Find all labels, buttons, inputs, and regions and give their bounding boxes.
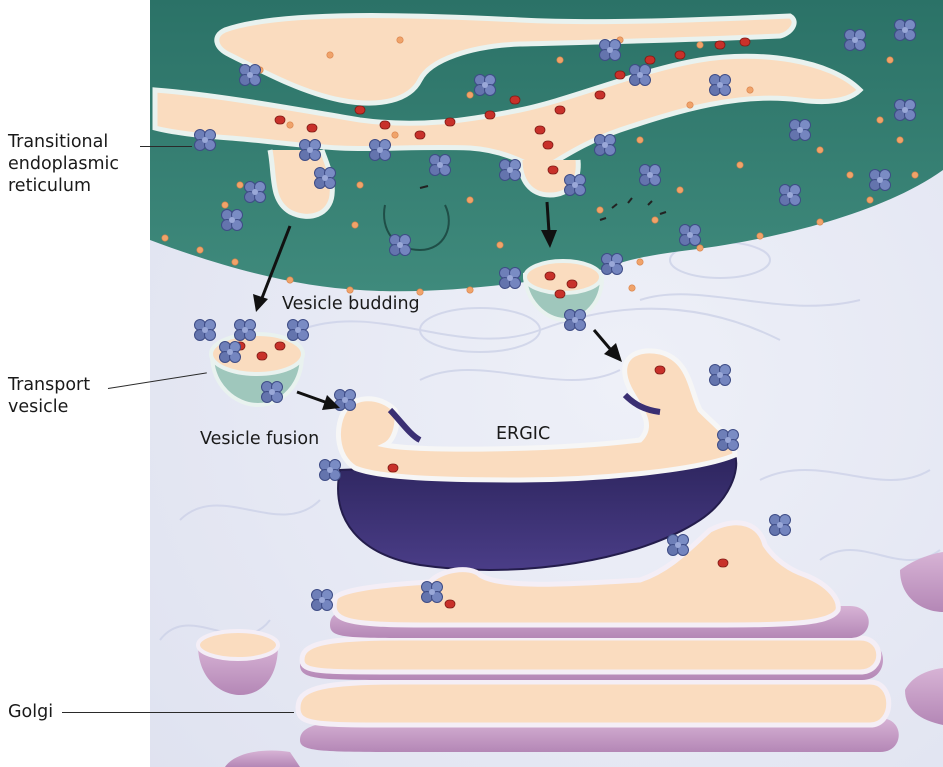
- label-transitional-er-line-1: Transitional: [8, 131, 119, 153]
- label-ergic: ERGIC: [496, 423, 550, 445]
- label-transport-vesicle-line-2: vesicle: [8, 396, 90, 418]
- label-transport-vesicle: Transport vesicle: [8, 374, 90, 418]
- label-golgi: Golgi: [8, 701, 53, 723]
- label-transport-vesicle-line-1: Transport: [8, 374, 90, 396]
- leader-line-golgi: [62, 712, 294, 713]
- label-transitional-er-line-3: reticulum: [8, 175, 119, 197]
- leader-line-transitional-er: [140, 146, 192, 147]
- label-transitional-er: Transitional endoplasmic reticulum: [8, 131, 119, 197]
- label-vesicle-budding: Vesicle budding: [282, 293, 420, 315]
- label-vesicle-fusion: Vesicle fusion: [200, 428, 319, 450]
- label-transitional-er-line-2: endoplasmic: [8, 153, 119, 175]
